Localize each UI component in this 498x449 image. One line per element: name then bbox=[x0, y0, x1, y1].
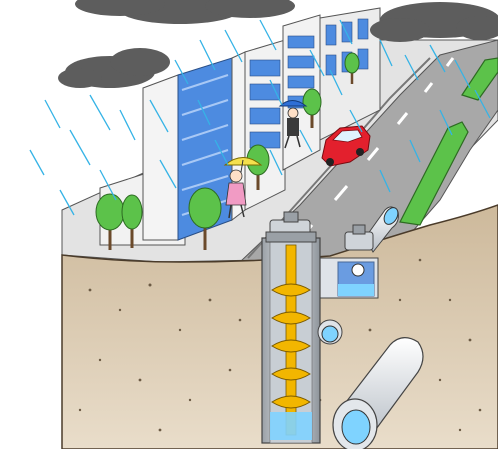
pipe-icon bbox=[318, 320, 342, 344]
spiral-drop-shaft-icon bbox=[262, 232, 320, 443]
cloud-icon bbox=[58, 48, 170, 88]
cloud-icon bbox=[75, 0, 295, 24]
cloud-icon bbox=[370, 2, 498, 42]
